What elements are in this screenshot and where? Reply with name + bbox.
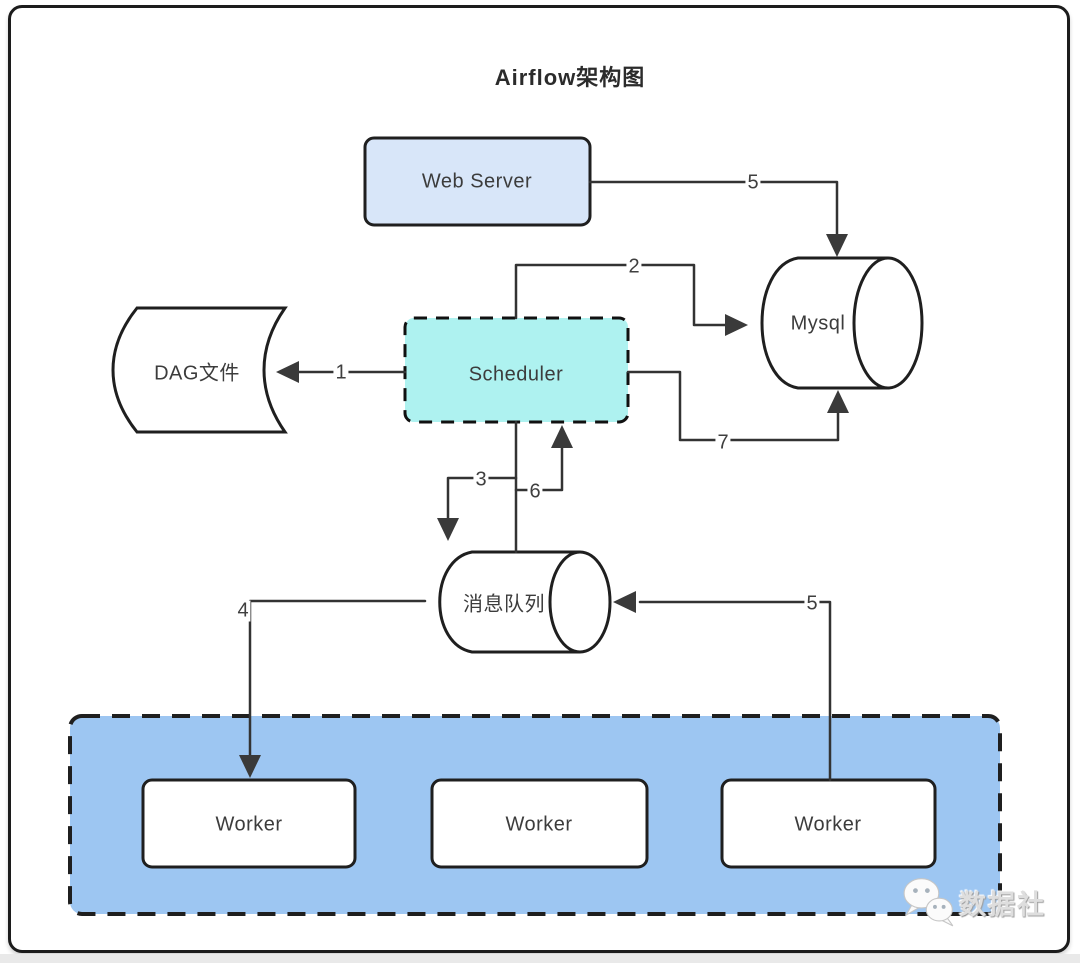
dag-file-shape — [111, 306, 288, 434]
bottom-margin-strip — [0, 954, 1080, 963]
edge-label-2: 2 — [626, 255, 642, 278]
scheduler-label: Scheduler — [468, 363, 564, 386]
arrowhead-into-worker-1 — [239, 755, 261, 778]
mysql-cylinder-cap — [852, 256, 924, 390]
arrowheads — [239, 234, 849, 778]
edge-scheduler-to-mysql — [514, 263, 729, 327]
edge-label-1: 1 — [333, 361, 349, 384]
arrowhead-into-scheduler-bottom — [551, 425, 573, 448]
edge-scheduler-to-mysql-return — [626, 370, 840, 442]
edge-scheduler-to-queue-branch — [446, 476, 518, 522]
watermark-text: 数据社 — [959, 889, 1046, 920]
worker-1-label: Worker — [215, 813, 283, 836]
edge-label-3: 3 — [473, 468, 489, 491]
edge-label-6: 6 — [527, 480, 543, 503]
edge-worker-3-to-queue — [638, 600, 832, 782]
arrowhead-into-queue-right — [613, 591, 636, 613]
mysql-label: Mysql — [790, 312, 846, 335]
queue-cylinder-cap — [548, 550, 612, 654]
edge-label-7: 7 — [715, 431, 731, 454]
arrowhead-into-mysql-top — [826, 234, 848, 257]
worker-1-box — [141, 778, 357, 869]
wechat-icon — [903, 878, 954, 927]
mysql-cylinder-body — [760, 256, 888, 390]
worker-3-box — [720, 778, 937, 869]
edge-web-server-to-mysql — [588, 180, 839, 238]
arrowhead-into-dag-file — [276, 361, 299, 383]
edge-label-5-top: 5 — [745, 171, 761, 194]
worker-2-box — [430, 778, 649, 869]
queue-cylinder-body — [438, 550, 580, 654]
edge-label-4: 4 — [235, 599, 251, 622]
edge-label-5-bottom: 5 — [804, 592, 820, 615]
worker-2-label: Worker — [505, 813, 573, 836]
watermark: 数据社 — [903, 877, 1046, 927]
arrowhead-into-mysql-left — [725, 314, 748, 336]
diagram-title: Airflow架构图 — [494, 65, 646, 90]
arrowhead-into-mysql-bottom — [827, 390, 849, 413]
edge-lines — [248, 180, 840, 782]
arrowhead-into-queue-top — [437, 518, 459, 541]
dag-file-label: DAG文件 — [154, 362, 240, 385]
message-queue-label: 消息队列 — [463, 593, 545, 616]
web-server-label: Web Server — [421, 170, 533, 193]
worker-3-label: Worker — [794, 813, 862, 836]
